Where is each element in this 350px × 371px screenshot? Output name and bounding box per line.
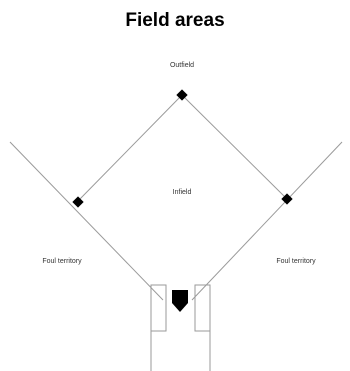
home-plate xyxy=(172,290,188,312)
infield-label: Infield xyxy=(173,189,192,196)
second-to-third-baseline xyxy=(77,94,183,202)
outfield-label: Outfield xyxy=(170,62,194,69)
right-foul-line xyxy=(191,141,343,301)
second-to-first-baseline xyxy=(181,94,288,200)
left-foul-line xyxy=(9,141,164,301)
right-batters-box xyxy=(194,284,211,332)
foul-territory-right-label: Foul territory xyxy=(276,258,316,265)
foul-territory-left-label: Foul territory xyxy=(42,258,82,265)
diagram-title: Field areas xyxy=(125,10,225,31)
left-batters-box xyxy=(150,284,167,332)
first-base xyxy=(281,193,293,205)
third-base xyxy=(72,196,84,208)
